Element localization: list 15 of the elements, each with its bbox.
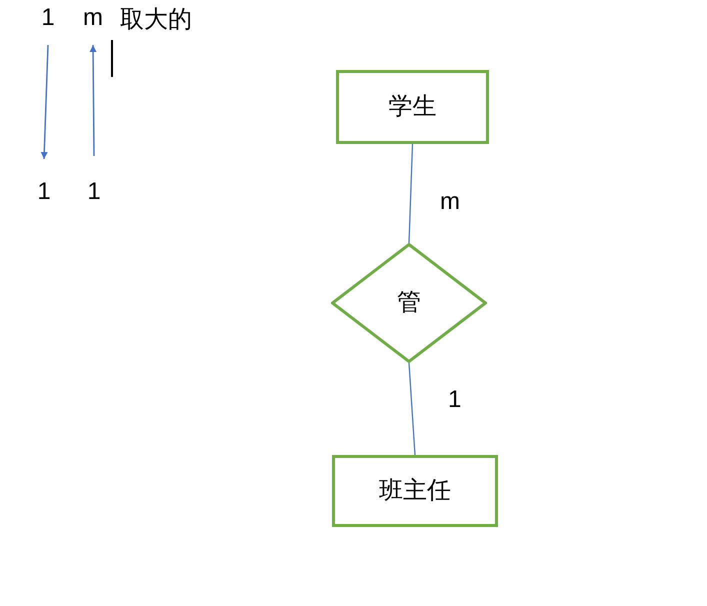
entity-label: 学生 [388, 95, 436, 119]
arrow [40, 44, 49, 160]
cardinality-label: m [83, 6, 103, 30]
relationship-diamond [331, 243, 487, 363]
cardinality-label: 1 [87, 180, 101, 204]
cardinality-label: 1 [41, 6, 55, 30]
cardinality-label: 1 [37, 180, 51, 204]
connector-line [408, 362, 416, 456]
note-text: 取大的 [120, 8, 192, 32]
arrow [90, 45, 97, 156]
entity-box [332, 455, 498, 527]
entity-label: 班主任 [379, 479, 451, 503]
connector-line [408, 144, 414, 244]
relationship-label: 管 [397, 291, 421, 315]
entity-box [336, 70, 489, 144]
